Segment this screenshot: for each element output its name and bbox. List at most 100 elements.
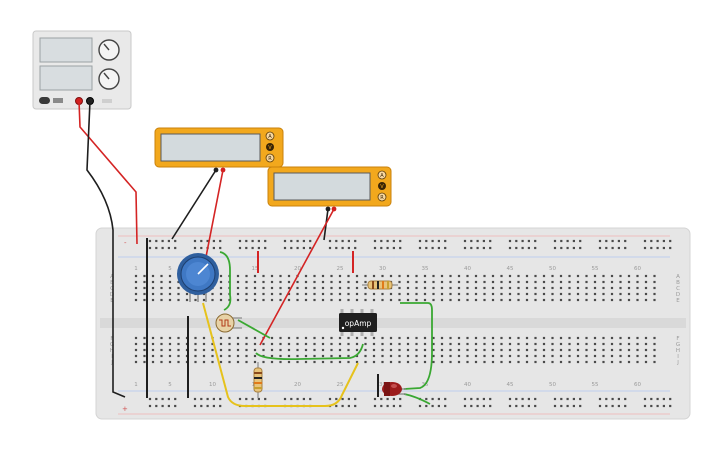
breadboard-hole[interactable] <box>551 286 554 290</box>
breadboard-hole[interactable] <box>406 286 410 290</box>
breadboard-hole[interactable] <box>354 404 357 408</box>
breadboard-hole[interactable] <box>483 336 486 340</box>
breadboard-hole[interactable] <box>151 298 155 302</box>
multimeter-1-button-a[interactable]: A <box>268 134 272 140</box>
breadboard-hole[interactable] <box>151 354 155 358</box>
multimeter-2-button-r[interactable]: R <box>380 195 384 201</box>
breadboard-hole[interactable] <box>423 336 427 340</box>
breadboard-hole[interactable] <box>287 342 291 346</box>
breadboard-hole[interactable] <box>636 274 639 278</box>
breadboard-hole[interactable] <box>143 292 146 296</box>
breadboard-hole[interactable] <box>610 280 614 284</box>
breadboard-hole[interactable] <box>406 348 410 352</box>
breadboard-hole[interactable] <box>619 286 622 290</box>
breadboard-hole[interactable] <box>500 348 503 352</box>
breadboard-hole[interactable] <box>444 246 447 250</box>
breadboard-hole[interactable] <box>432 348 435 352</box>
breadboard-hole[interactable] <box>304 354 308 358</box>
breadboard-hole[interactable] <box>330 274 333 278</box>
breadboard-hole[interactable] <box>437 239 440 243</box>
breadboard-hole[interactable] <box>449 360 452 364</box>
wire-red-meter1[interactable] <box>204 169 224 263</box>
breadboard-hole[interactable] <box>508 298 512 302</box>
breadboard-hole[interactable] <box>585 348 588 352</box>
breadboard-hole[interactable] <box>617 246 620 250</box>
breadboard-hole[interactable] <box>347 246 350 250</box>
breadboard-hole[interactable] <box>228 342 231 346</box>
breadboard-hole[interactable] <box>650 239 653 243</box>
breadboard-hole[interactable] <box>517 348 520 352</box>
breadboard-hole[interactable] <box>389 348 393 352</box>
breadboard-hole[interactable] <box>521 239 524 243</box>
breadboard-hole[interactable] <box>653 298 656 302</box>
multimeter-1-button-v[interactable]: V <box>268 145 272 151</box>
breadboard-hole[interactable] <box>347 292 350 296</box>
breadboard-hole[interactable] <box>335 239 338 243</box>
breadboard-hole[interactable] <box>644 292 648 296</box>
breadboard-hole[interactable] <box>470 239 473 243</box>
breadboard-hole[interactable] <box>444 404 447 408</box>
breadboard-hole[interactable] <box>219 336 223 340</box>
breadboard-hole[interactable] <box>330 286 333 290</box>
breadboard-hole[interactable] <box>542 348 546 352</box>
breadboard-hole[interactable] <box>517 286 520 290</box>
power-switch[interactable] <box>39 97 50 104</box>
breadboard-hole[interactable] <box>593 336 597 340</box>
breadboard-hole[interactable] <box>364 360 367 364</box>
breadboard-hole[interactable] <box>236 360 240 364</box>
breadboard-hole[interactable] <box>168 286 172 290</box>
breadboard-hole[interactable] <box>330 342 333 346</box>
breadboard-hole[interactable] <box>347 336 350 340</box>
breadboard-hole[interactable] <box>304 274 308 278</box>
breadboard-hole[interactable] <box>398 336 401 340</box>
breadboard-hole[interactable] <box>517 360 520 364</box>
breadboard-hole[interactable] <box>474 292 478 296</box>
breadboard-hole[interactable] <box>338 292 342 296</box>
breadboard-hole[interactable] <box>347 280 350 284</box>
breadboard-hole[interactable] <box>644 348 648 352</box>
breadboard-hole[interactable] <box>321 286 325 290</box>
breadboard-hole[interactable] <box>491 298 495 302</box>
breadboard-hole[interactable] <box>610 298 614 302</box>
breadboard-hole[interactable] <box>611 404 614 408</box>
breadboard-hole[interactable] <box>355 342 359 346</box>
breadboard-hole[interactable] <box>617 239 620 243</box>
breadboard-hole[interactable] <box>296 360 299 364</box>
breadboard-hole[interactable] <box>643 239 647 243</box>
breadboard-hole[interactable] <box>160 354 163 358</box>
breadboard-hole[interactable] <box>491 360 495 364</box>
breadboard-hole[interactable] <box>483 298 486 302</box>
breadboard-hole[interactable] <box>143 336 146 340</box>
breadboard-hole[interactable] <box>576 348 580 352</box>
breadboard-hole[interactable] <box>579 246 582 250</box>
resistor-vertical[interactable] <box>253 362 263 398</box>
breadboard-hole[interactable] <box>474 348 478 352</box>
breadboard-hole[interactable] <box>662 404 665 408</box>
breadboard-hole[interactable] <box>656 246 659 250</box>
breadboard-hole[interactable] <box>568 342 571 346</box>
breadboard-hole[interactable] <box>457 354 461 358</box>
breadboard-hole[interactable] <box>177 348 180 352</box>
breadboard-hole[interactable] <box>330 354 333 358</box>
breadboard-hole[interactable] <box>568 280 571 284</box>
breadboard-hole[interactable] <box>644 342 648 346</box>
breadboard-hole[interactable] <box>432 274 435 278</box>
breadboard-hole[interactable] <box>482 246 485 250</box>
breadboard-hole[interactable] <box>457 280 461 284</box>
breadboard-hole[interactable] <box>200 404 203 408</box>
breadboard-hole[interactable] <box>236 354 240 358</box>
breadboard-hole[interactable] <box>415 342 418 346</box>
breadboard-hole[interactable] <box>610 274 614 278</box>
multimeter-1[interactable]: A V R <box>154 127 284 173</box>
breadboard-hole[interactable] <box>619 292 622 296</box>
breadboard-hole[interactable] <box>517 342 520 346</box>
breadboard-hole[interactable] <box>354 239 357 243</box>
breadboard-hole[interactable] <box>568 336 571 340</box>
breadboard-hole[interactable] <box>219 239 222 243</box>
breadboard-hole[interactable] <box>440 292 444 296</box>
breadboard-hole[interactable] <box>296 397 299 401</box>
breadboard-hole[interactable] <box>611 239 614 243</box>
breadboard-hole[interactable] <box>253 292 257 296</box>
breadboard-hole[interactable] <box>355 298 359 302</box>
breadboard-hole[interactable] <box>174 246 177 250</box>
